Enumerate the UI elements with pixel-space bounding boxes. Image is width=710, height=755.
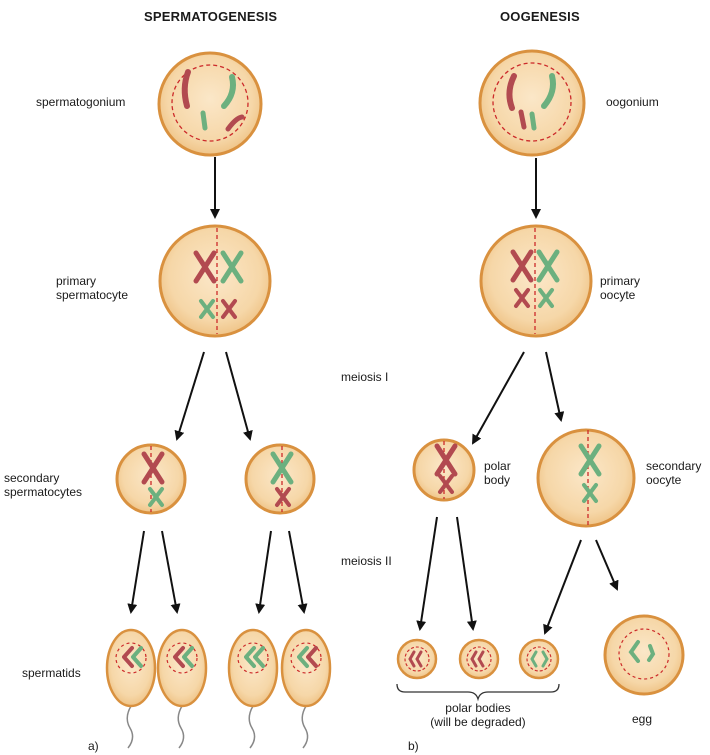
polar-body-cell <box>458 638 500 680</box>
panel-b-label: b) <box>408 739 419 753</box>
spermatogonium-label: spermatogonium <box>36 95 126 109</box>
secondary-spermatocyte-cell <box>244 443 316 515</box>
polar-bodies-brace <box>396 683 560 702</box>
arrow <box>543 539 582 635</box>
egg-cell <box>603 614 685 696</box>
secondary-oocyte-cell <box>536 428 636 528</box>
arrow <box>416 516 438 631</box>
meiosis-1-label: meiosis I <box>341 370 389 384</box>
arrow <box>225 351 253 441</box>
spermatid-cell <box>280 628 332 749</box>
oogonium-label: oogonium <box>606 95 659 109</box>
spermatogenesis-title: SPERMATOGENESIS <box>144 9 278 24</box>
arrow <box>174 351 205 441</box>
polar-body-label: polar body <box>484 459 511 487</box>
polar-body-cell <box>518 638 560 680</box>
first-polar-body-cell <box>412 438 476 502</box>
primary-spermatocyte-cell <box>158 224 272 338</box>
secondary-spermatocytes-label: secondary spermatocytes <box>4 471 83 499</box>
oogenesis-title: OOGENESIS <box>500 9 580 24</box>
arrow <box>595 539 619 591</box>
arrow <box>288 530 308 614</box>
spermatid-cell <box>105 628 157 749</box>
panel-a-label: a) <box>88 739 99 753</box>
spermatid-cell <box>227 628 279 749</box>
secondary-spermatocyte-cell <box>115 443 187 515</box>
oogonium-cell <box>478 49 586 157</box>
spermatogonium-cell <box>157 51 263 157</box>
secondary-oocyte-label: secondary oocyte <box>646 459 702 487</box>
arrow <box>255 530 272 614</box>
spermatids-label: spermatids <box>22 666 81 680</box>
primary-spermatocyte-label: primary spermatocyte <box>56 274 129 302</box>
arrow <box>127 530 145 614</box>
polar-body-cell <box>396 638 438 680</box>
meiosis-2-label: meiosis II <box>341 554 392 568</box>
arrow <box>161 530 181 614</box>
polar-bodies-label: polar bodies (will be degraded) <box>430 701 526 729</box>
arrow <box>472 351 525 445</box>
arrow <box>456 516 477 631</box>
arrow <box>545 351 565 422</box>
egg-label: egg <box>632 712 653 726</box>
primary-oocyte-cell <box>479 224 593 338</box>
primary-oocyte-label: primary oocyte <box>600 274 641 302</box>
spermatid-cell <box>156 628 208 749</box>
